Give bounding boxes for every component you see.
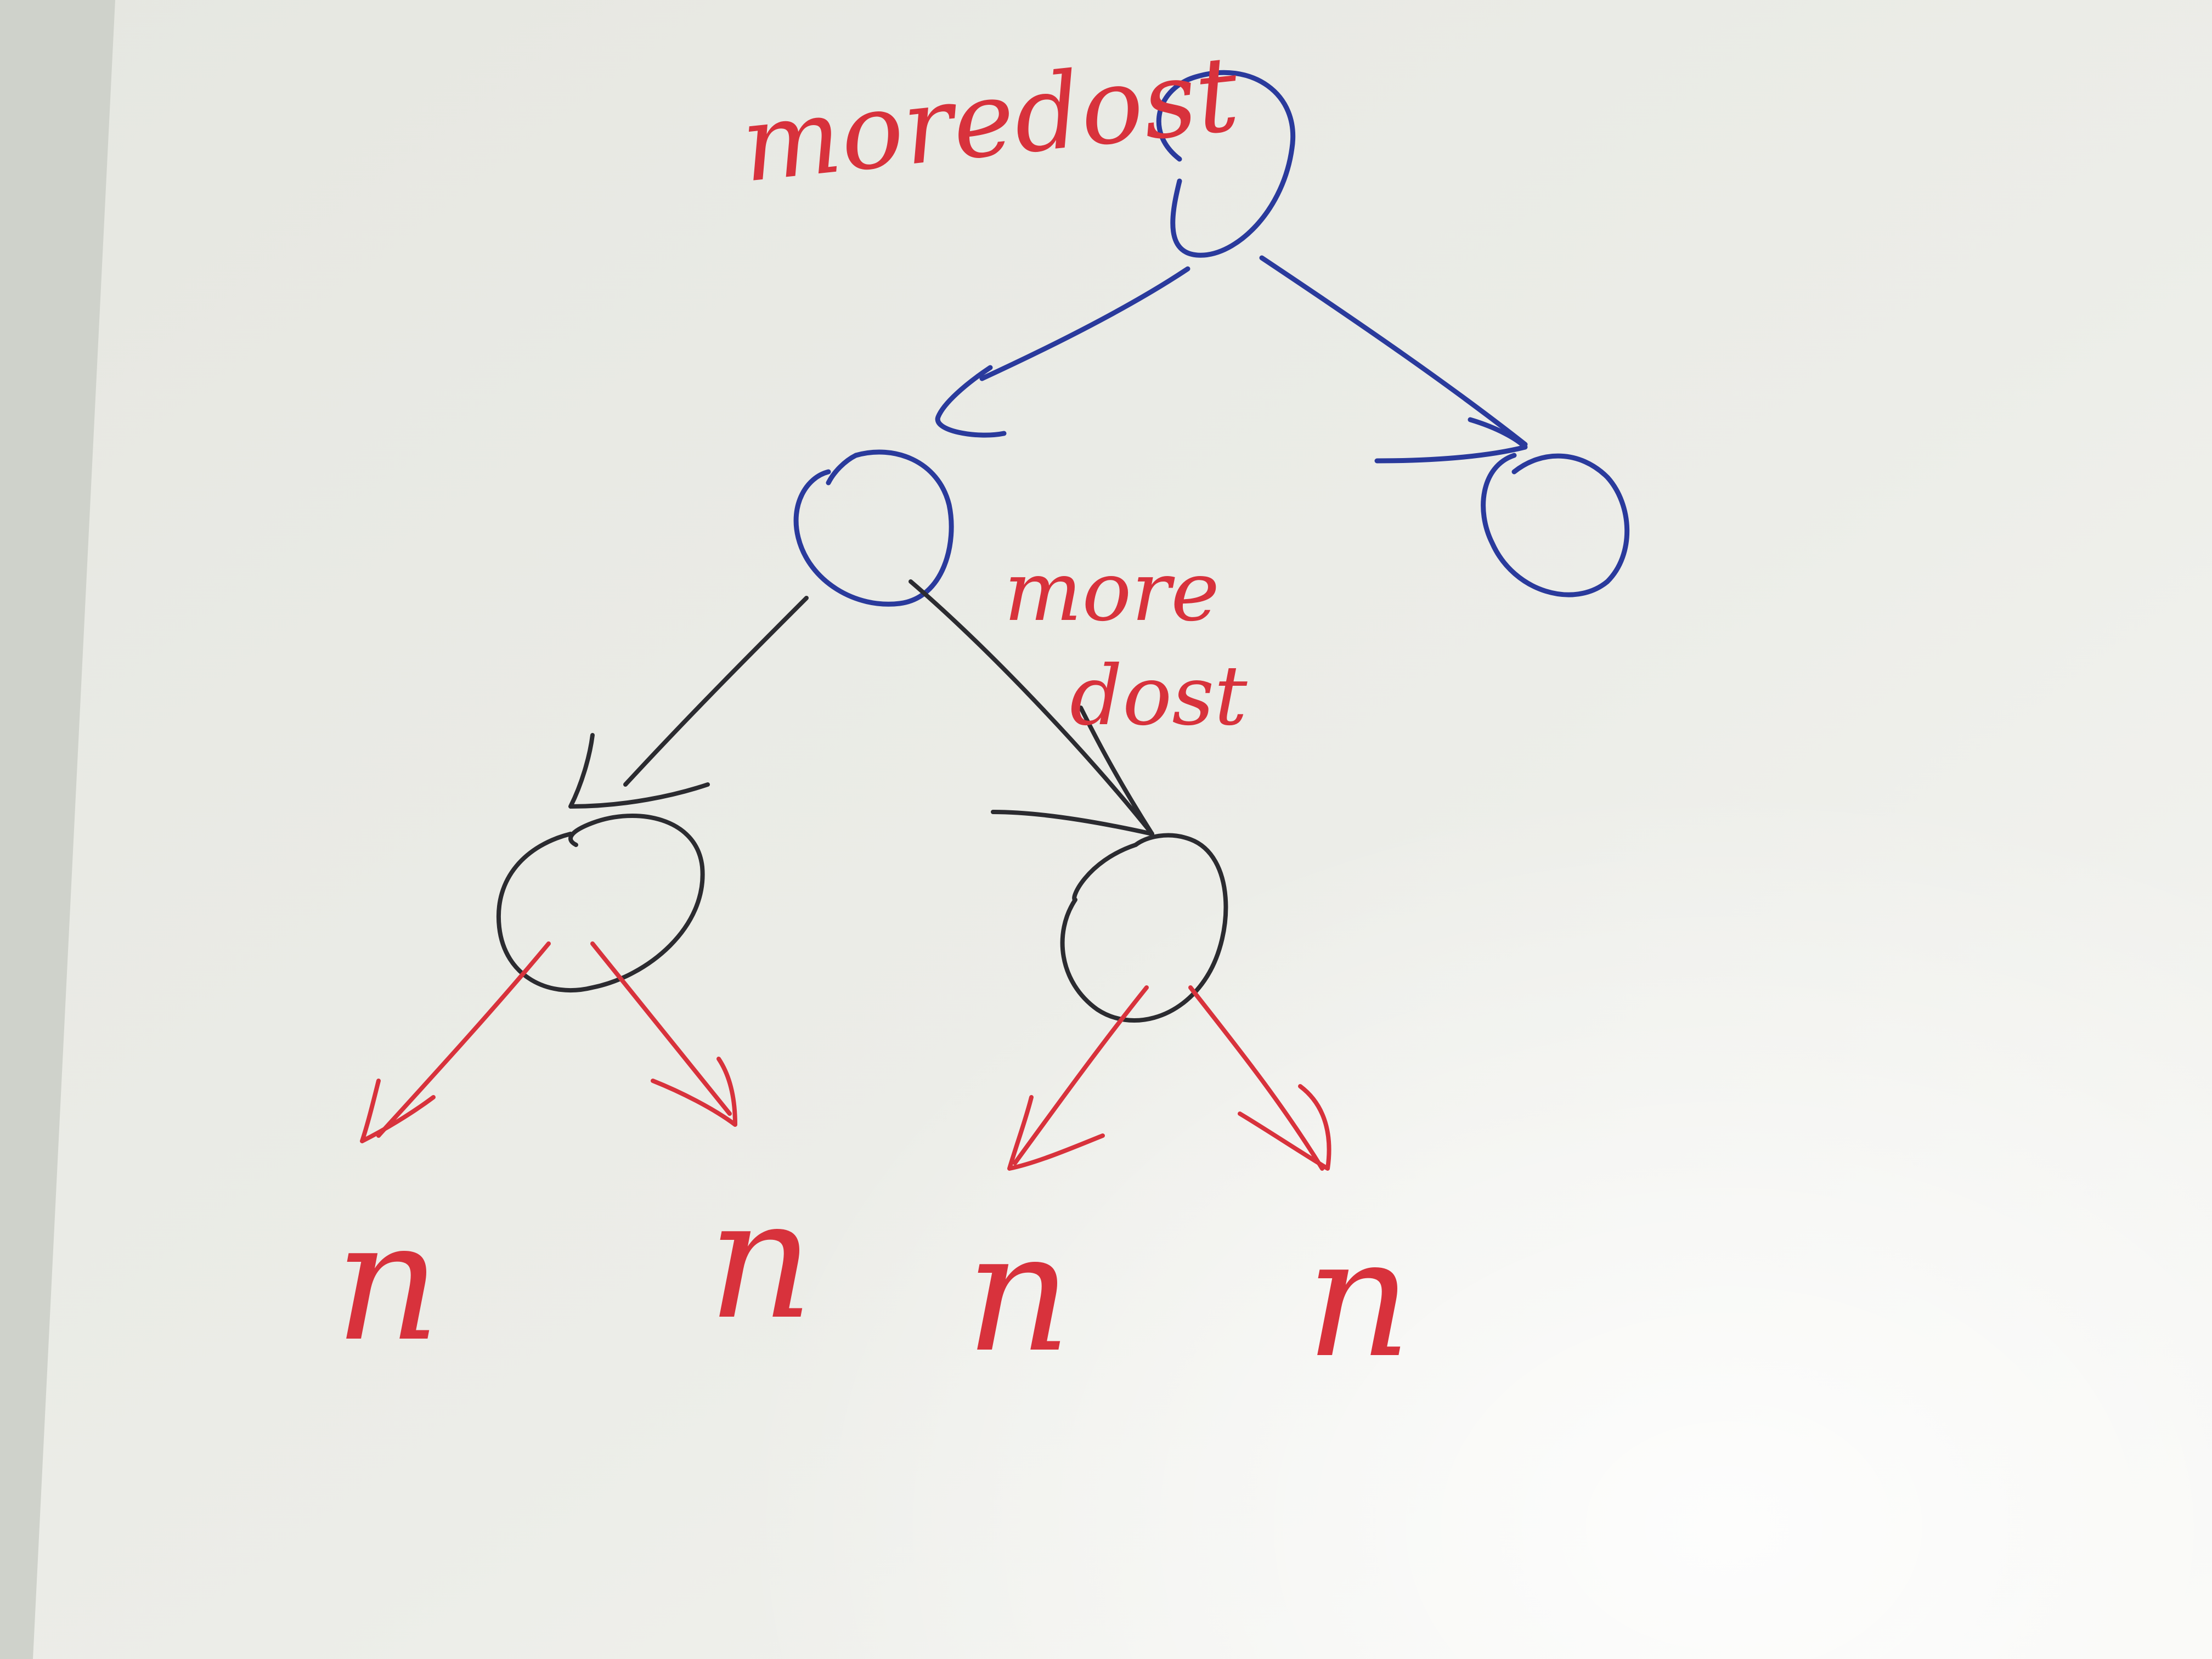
edge-leaf-1	[376, 941, 551, 1138]
annotation-middle-edge-line2: dost	[1070, 648, 1248, 744]
leaf-label-2: n	[708, 1164, 814, 1356]
level2-left-node	[496, 814, 705, 993]
root-node	[1156, 70, 1296, 258]
red-ink-group	[360, 941, 1331, 1171]
annotation-middle-edge-line1: more	[1004, 544, 1220, 640]
level1-left-node	[793, 449, 954, 607]
level1-right-node	[1481, 453, 1630, 597]
edge-leaf-2	[590, 941, 732, 1116]
edge-l1-l2-right	[909, 579, 1154, 836]
arrowhead-l2-right	[991, 706, 1154, 836]
edge-l1-l2-left	[623, 596, 809, 787]
leaf-label-3: n	[966, 1197, 1071, 1389]
arrowhead-leaf-3	[1007, 1095, 1105, 1171]
arrowhead-l2-left	[568, 733, 710, 809]
edge-leaf-4	[1188, 985, 1324, 1171]
edge-root-left	[979, 266, 1190, 381]
leaf-label-1: n	[335, 1186, 441, 1378]
blue-ink-group	[793, 70, 1630, 607]
edge-root-right	[1259, 255, 1528, 447]
black-ink-group	[496, 579, 1228, 1023]
arrowhead-leaf-4	[1238, 1084, 1331, 1171]
arrowhead-right	[1374, 417, 1528, 464]
edge-leaf-3	[1013, 985, 1149, 1165]
arrowhead-leaf-2	[651, 1057, 737, 1127]
level2-right-node	[1060, 833, 1228, 1023]
arrowhead-leaf-1	[360, 1079, 436, 1143]
leaf-label-4: n	[1306, 1203, 1412, 1394]
arrowhead-left	[935, 365, 1007, 438]
